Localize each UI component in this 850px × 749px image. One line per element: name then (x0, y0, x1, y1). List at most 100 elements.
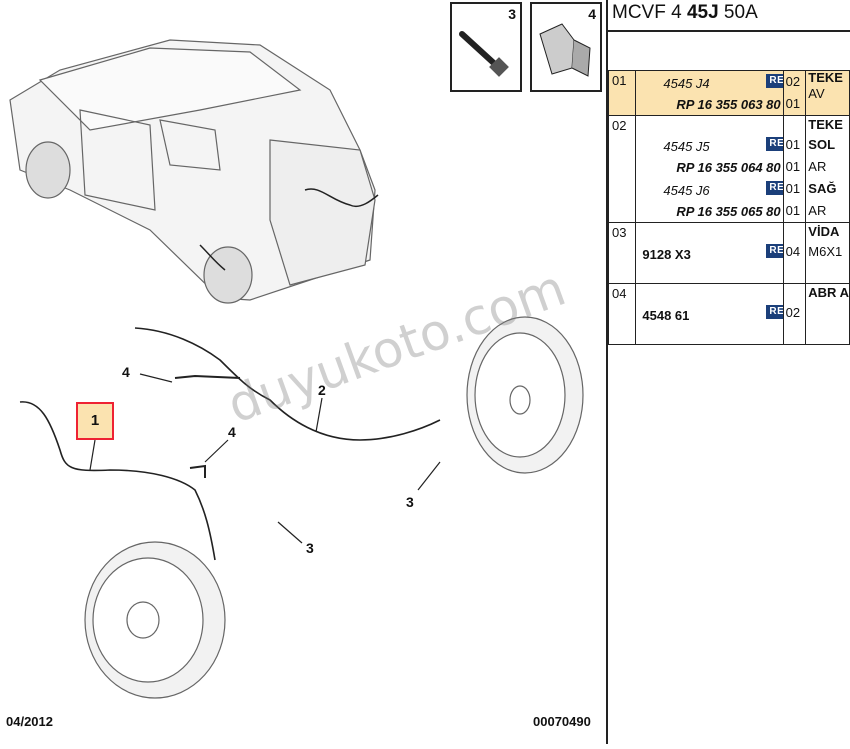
van-front-wheel (25, 141, 71, 199)
spacer (784, 223, 806, 241)
bracket-icon (539, 23, 591, 77)
parts-row[interactable]: 02 4545 J5 REACH RP 16 355 064 80 4545 J… (607, 115, 850, 223)
row-refs: 9128 X3 REACH (635, 222, 784, 284)
desc-head: VİDA (808, 224, 840, 239)
callout-3-lower[interactable]: 3 (306, 540, 314, 556)
van-door (79, 109, 156, 211)
ref-code[interactable]: 4545 J6 (663, 183, 710, 198)
desc: SAĞ (808, 181, 837, 196)
parts-row[interactable]: 01 4545 J4 REACH RP 16 355 063 80 02 01 … (607, 70, 850, 116)
clip-bracket-lower (189, 464, 206, 478)
qty: 02 (785, 305, 801, 320)
desc-head: TEKE (808, 117, 843, 132)
row-index: 02 (607, 115, 637, 223)
leader-4-upper (139, 373, 173, 383)
leader-3-upper (417, 461, 441, 491)
reach-badge: REACH (766, 181, 783, 195)
row-index-text: 01 (612, 73, 627, 88)
row-desc: TEKE SOL AR SAĞ AR (805, 115, 850, 223)
row-index: 01 (607, 70, 637, 116)
callout-4-lower[interactable]: 4 (228, 424, 236, 440)
rear-drum-hub (509, 385, 531, 415)
ref-line: 4545 J6 REACH (636, 178, 783, 200)
desc-head: TEKE (808, 71, 843, 85)
part-number[interactable]: 4548 61 (642, 308, 690, 323)
front-drum-hub (126, 601, 160, 639)
leader-3-lower (277, 521, 303, 544)
desc: AR (808, 203, 827, 218)
qty: 01 (785, 137, 801, 152)
desc: AV (808, 86, 825, 101)
rear-drum-inner (474, 332, 566, 458)
spacer (636, 223, 782, 241)
model-header: MCVF 4 45J 50A (612, 2, 758, 24)
row-qty: 02 (782, 283, 807, 345)
callout-3-upper[interactable]: 3 (406, 494, 414, 510)
ref-line: 4545 J4 REACH (636, 71, 783, 93)
row-qty: 02 01 (782, 70, 807, 116)
leader-2 (315, 397, 323, 433)
rp-number[interactable]: RP 16 355 064 80 (676, 160, 781, 175)
part-number[interactable]: 9128 X3 (642, 247, 691, 262)
panel-divider (606, 0, 608, 744)
row-index: 03 (607, 222, 637, 284)
row-desc: TEKE AV (805, 70, 850, 116)
diagram-drawing (9, 39, 584, 699)
reach-badge: REACH (766, 137, 783, 151)
bolt-icon (459, 31, 509, 77)
ref-code[interactable]: 4545 J5 (663, 139, 710, 154)
spacer (784, 116, 806, 134)
row-desc: ABR A (805, 283, 850, 345)
row-index-text: 03 (612, 225, 627, 240)
desc-head: ABR A (808, 285, 849, 300)
footer-date: 04/2012 (6, 714, 53, 729)
row-desc: VİDA M6X1 (805, 222, 850, 284)
reach-badge: REACH (766, 305, 783, 319)
ref-line: 4548 61 REACH (636, 302, 783, 324)
ref-line: 4545 J5 REACH (636, 134, 783, 156)
parts-row[interactable]: 04 4548 61 REACH 02 ABR A (607, 283, 850, 345)
rp-number[interactable]: RP 16 355 063 80 (676, 97, 781, 112)
qty: 01 (785, 203, 801, 218)
row-index-text: 02 (612, 118, 627, 133)
qty: 01 (785, 181, 801, 196)
callout-1-highlight[interactable]: 1 (76, 402, 114, 440)
row-index-text: 04 (612, 286, 627, 301)
row-qty: 04 (782, 222, 807, 284)
row-refs: 4545 J5 REACH RP 16 355 064 80 4545 J6 R… (635, 115, 784, 223)
footer-ref: 00070490 (533, 714, 591, 729)
clip-bracket-upper (174, 374, 241, 379)
exploded-diagram: 1 2 3 3 4 4 duyukoto.com (9, 39, 584, 699)
van-roof (38, 47, 302, 131)
parts-table: 01 4545 J4 REACH RP 16 355 063 80 02 01 … (607, 70, 850, 345)
front-drum-face (92, 557, 204, 683)
parts-row[interactable]: 03 9128 X3 REACH 04 VİDA M6X1 (607, 222, 850, 284)
leader-1 (89, 439, 96, 471)
callout-4-upper[interactable]: 4 (122, 364, 130, 380)
leader-4-lower (204, 439, 229, 463)
qty: 01 (785, 96, 801, 111)
thumb-part-4[interactable]: 4 (530, 2, 602, 92)
callout-2[interactable]: 2 (318, 382, 326, 398)
row-index: 04 (607, 283, 637, 345)
sensor-cable-2 (134, 327, 441, 441)
van-rear (269, 139, 376, 286)
thumb-num: 3 (508, 6, 516, 22)
desc: M6X1 (808, 244, 843, 259)
ref-line: RP 16 355 064 80 (636, 156, 782, 178)
qty: 02 (785, 74, 801, 89)
desc: AR (808, 159, 827, 174)
row-qty: 01 01 01 01 (782, 115, 807, 223)
reach-badge: REACH (766, 244, 783, 258)
ref-code[interactable]: 4545 J4 (663, 76, 710, 91)
header-line (608, 30, 850, 32)
ref-line: 9128 X3 REACH (636, 241, 783, 263)
sensor-cable-1 (19, 401, 216, 561)
van-rear-wheel (203, 246, 253, 304)
rp-number[interactable]: RP 16 355 065 80 (676, 204, 781, 219)
row-refs: 4545 J4 REACH RP 16 355 063 80 (635, 70, 784, 116)
reach-badge: REACH (766, 74, 783, 88)
thumb-part-3[interactable]: 3 (450, 2, 522, 92)
header-bold: 45J (686, 2, 719, 23)
qty: 04 (785, 244, 801, 259)
